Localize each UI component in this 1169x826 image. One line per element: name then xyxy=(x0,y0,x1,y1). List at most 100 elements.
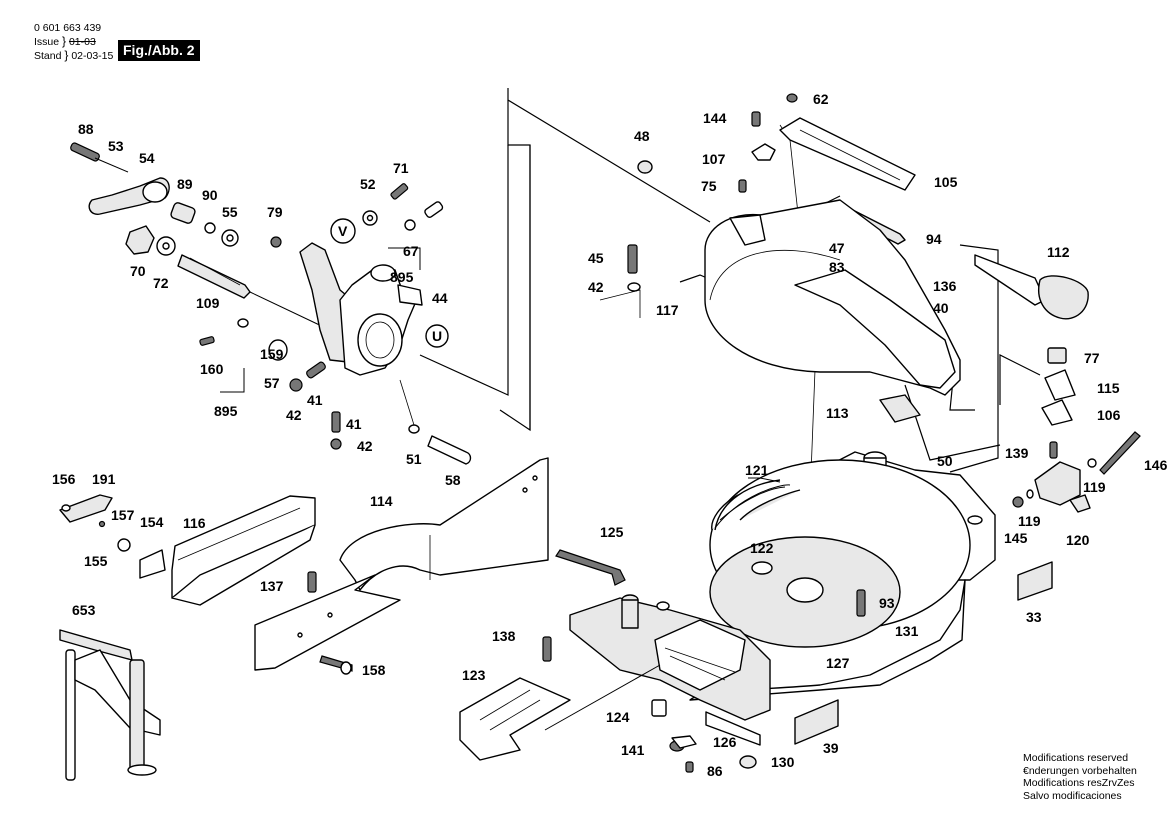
callout-119b: 119 xyxy=(1018,513,1041,529)
base-assembly xyxy=(542,451,996,773)
callout-U: U xyxy=(432,328,442,344)
callout-144: 144 xyxy=(703,110,727,126)
callout-155: 155 xyxy=(84,553,108,569)
callout-113: 113 xyxy=(826,405,849,421)
modification-notes: Modifications reserved €nderungen vorbeh… xyxy=(1023,752,1137,802)
callout-895a: 895 xyxy=(390,269,414,285)
callout-39: 39 xyxy=(823,740,839,756)
fence-assembly xyxy=(59,457,549,675)
callout-145: 145 xyxy=(1004,530,1028,546)
callout-126: 126 xyxy=(713,734,737,750)
callout-42b: 42 xyxy=(357,438,373,454)
callout-112: 112 xyxy=(1047,244,1070,260)
callout-131: 131 xyxy=(895,623,919,639)
callout-94: 94 xyxy=(926,231,942,247)
callout-33: 33 xyxy=(1026,609,1042,625)
callout-44: 44 xyxy=(432,290,448,306)
callout-105: 105 xyxy=(934,174,958,190)
note-line: Salvo modificaciones xyxy=(1023,789,1122,802)
callout-156: 156 xyxy=(52,471,76,487)
callout-138: 138 xyxy=(492,628,516,644)
callout-127: 127 xyxy=(826,655,850,671)
callout-51: 51 xyxy=(406,451,422,467)
callout-42c: 42 xyxy=(588,279,604,295)
callout-57: 57 xyxy=(264,375,280,391)
callout-58: 58 xyxy=(445,472,461,488)
callout-146: 146 xyxy=(1144,457,1168,473)
issue-label: Issue xyxy=(34,36,60,48)
note-line: €nderungen vorbehalten xyxy=(1023,764,1137,777)
callout-653: 653 xyxy=(72,602,96,618)
callout-79: 79 xyxy=(267,204,283,220)
callout-106: 106 xyxy=(1097,407,1121,423)
callout-122: 122 xyxy=(750,540,774,556)
callout-62: 62 xyxy=(813,91,829,107)
document-header: 0 601 663 439 Issue } 01-03 Stand } 02-0… xyxy=(34,22,114,62)
callout-53: 53 xyxy=(108,138,124,154)
callout-895b: 895 xyxy=(214,403,238,419)
callout-130: 130 xyxy=(771,754,795,770)
callout-116: 116 xyxy=(183,515,206,531)
callout-41a: 41 xyxy=(307,392,323,408)
callout-75: 75 xyxy=(701,178,717,194)
callout-160: 160 xyxy=(200,361,224,377)
callout-47: 47 xyxy=(829,240,845,256)
callout-48: 48 xyxy=(634,128,650,144)
callout-89: 89 xyxy=(177,176,193,192)
issue-value: 01-03 xyxy=(68,36,96,48)
callout-141: 141 xyxy=(621,742,645,758)
callout-88: 88 xyxy=(78,121,94,137)
callout-115: 115 xyxy=(1097,380,1120,396)
callout-121: 121 xyxy=(745,462,769,478)
callout-u-circle xyxy=(425,324,449,348)
bevel-lock-assembly xyxy=(70,142,472,465)
callout-123: 123 xyxy=(462,667,486,683)
hold-down-clamp xyxy=(59,629,161,781)
callout-139: 139 xyxy=(1005,445,1029,461)
callout-55: 55 xyxy=(222,204,238,220)
callout-117: 117 xyxy=(656,302,679,318)
callout-191: 191 xyxy=(92,471,116,487)
callout-67: 67 xyxy=(403,243,419,259)
callout-83: 83 xyxy=(829,259,845,275)
callout-50: 50 xyxy=(937,453,953,469)
callout-124: 124 xyxy=(606,709,630,725)
callout-90: 90 xyxy=(202,187,218,203)
callout-72: 72 xyxy=(153,275,169,291)
callout-40: 40 xyxy=(933,300,949,316)
callout-158: 158 xyxy=(362,662,386,678)
callout-154: 154 xyxy=(140,514,164,530)
labels-plates xyxy=(794,561,1053,745)
callout-V: V xyxy=(338,223,348,239)
callout-107: 107 xyxy=(702,151,726,167)
callout-71: 71 xyxy=(393,160,409,176)
stand-value: 02-03-15 xyxy=(71,50,114,62)
figure-label: Fig./Abb. 2 xyxy=(118,40,200,61)
callout-120: 120 xyxy=(1066,532,1090,548)
callout-86: 86 xyxy=(707,763,723,779)
note-line: Modifications resZrvZes xyxy=(1023,777,1135,789)
callout-77: 77 xyxy=(1084,350,1100,366)
callout-54: 54 xyxy=(139,150,155,166)
callout-159: 159 xyxy=(260,346,284,362)
note-line: Modifications reserved xyxy=(1023,752,1129,764)
callout-119a: 119 xyxy=(1083,479,1106,495)
callout-93: 93 xyxy=(879,595,895,611)
callout-70: 70 xyxy=(130,263,146,279)
callout-45: 45 xyxy=(588,250,604,266)
callout-137: 137 xyxy=(260,578,284,594)
stand-label: Stand xyxy=(34,50,62,62)
callout-114: 114 xyxy=(370,493,393,509)
callout-v-circle xyxy=(330,218,356,244)
callout-52: 52 xyxy=(360,176,376,192)
callout-136: 136 xyxy=(933,278,957,294)
callout-42a: 42 xyxy=(286,407,302,423)
callout-41b: 41 xyxy=(346,416,362,432)
table-extension xyxy=(459,664,661,761)
callout-109: 109 xyxy=(196,295,220,311)
callout-157: 157 xyxy=(111,507,135,523)
callout-125: 125 xyxy=(600,524,624,540)
part-number: 0 601 663 439 xyxy=(34,22,102,34)
